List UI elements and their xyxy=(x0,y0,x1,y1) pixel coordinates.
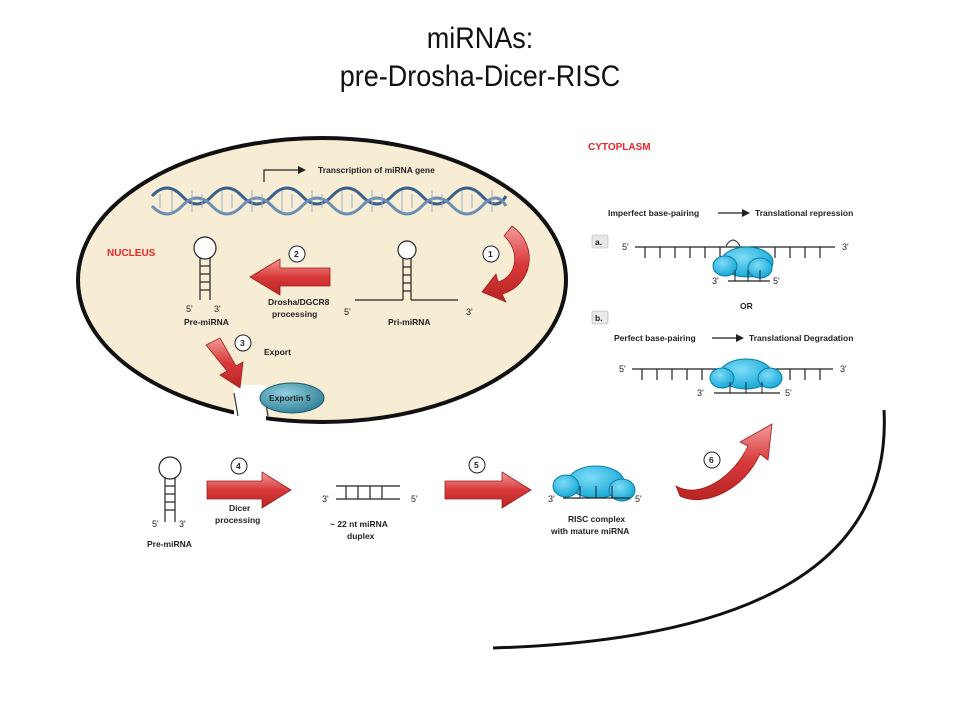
repression-label: Translational repression xyxy=(755,208,853,218)
dna-strand-1 xyxy=(150,186,508,206)
transcription-arrow-head xyxy=(298,166,306,174)
risc-5prime: 5' xyxy=(635,494,642,504)
transcription-label: Transcription of miRNA gene xyxy=(318,165,435,175)
pre-mirna-hairpin-cytoplasm xyxy=(158,456,182,522)
degradation-label: Translational Degradation xyxy=(749,333,853,343)
step-marker-6: 6 xyxy=(703,451,721,469)
pre-mirna-nucleus-3prime: 3' xyxy=(214,304,221,314)
step-number-3: 3 xyxy=(240,338,245,348)
risc-complex-a xyxy=(712,239,774,282)
or-label: OR xyxy=(740,301,753,311)
nuclear-pore-gap xyxy=(234,385,266,430)
nucleus-label: NUCLEUS xyxy=(107,248,156,259)
step-number-5: 5 xyxy=(474,460,479,470)
step-5-arrow xyxy=(444,471,532,509)
option-a-label: a. xyxy=(595,237,602,247)
perfect-arrow-head xyxy=(736,334,744,342)
dicer-label-line-2: processing xyxy=(215,515,260,525)
option-b-5prime: 5' xyxy=(619,364,626,374)
drosha-label-line-1: Drosha/DGCR8 xyxy=(268,297,330,307)
risc-complex-b xyxy=(709,358,783,394)
step-1-arrow xyxy=(481,225,530,303)
duplex-label-line-2: duplex xyxy=(347,531,375,541)
risc-label-line-1: RISC complex xyxy=(568,514,625,524)
pre-mirna-nucleus-5prime: 5' xyxy=(186,304,193,314)
step-number-6: 6 xyxy=(709,455,714,465)
duplex-5prime: 5' xyxy=(411,494,418,504)
pri-mirna-5prime: 5' xyxy=(344,307,351,317)
cytoplasm-label: CYTOPLASM xyxy=(588,142,651,153)
slide-title: miRNAs: pre-Drosha-Dicer-RISC xyxy=(48,20,912,96)
mrna-strand-a xyxy=(635,246,835,258)
export-label: Export xyxy=(264,347,291,357)
risc-label-line-2: with mature miRNA xyxy=(550,526,629,536)
exportin-label: Exportin 5 xyxy=(269,393,311,403)
cell-membrane xyxy=(492,409,886,650)
step-marker-5: 5 xyxy=(468,456,486,474)
title-line-1: miRNAs: xyxy=(426,22,534,55)
step-6-arrow xyxy=(675,423,773,501)
pre-mirna-nucleus-label: Pre-miRNA xyxy=(184,317,229,327)
option-b-mirna-3prime: 3' xyxy=(697,388,704,398)
step-number-4: 4 xyxy=(236,461,241,471)
pri-mirna-3prime: 3' xyxy=(466,307,473,317)
transcription-arrow xyxy=(263,169,298,182)
risc-complex-mature xyxy=(552,465,636,502)
option-b-mirna-5prime: 5' xyxy=(785,388,792,398)
option-a-mirna-5prime: 5' xyxy=(773,276,780,286)
step-marker-4: 4 xyxy=(230,457,248,475)
option-b-label: b. xyxy=(595,313,603,323)
option-a-5prime: 5' xyxy=(622,242,629,252)
dna-strand-2 xyxy=(150,196,508,216)
option-a-box xyxy=(591,234,609,249)
option-b-box xyxy=(591,310,609,325)
pre-mirna-cytoplasm-5prime: 5' xyxy=(152,519,159,529)
option-a-3prime: 3' xyxy=(842,242,849,252)
pre-mirna-cytoplasm-label: Pre-miRNA xyxy=(147,539,192,549)
pri-mirna-hairpin xyxy=(355,240,458,301)
step-marker-3: 3 xyxy=(234,334,252,352)
step-marker-2: 2 xyxy=(288,245,306,263)
exportin-5 xyxy=(259,382,325,414)
step-marker-1: 1 xyxy=(482,245,500,263)
duplex-3prime: 3' xyxy=(322,494,329,504)
imperfect-arrow-head xyxy=(742,209,750,217)
step-number-1: 1 xyxy=(488,249,493,259)
imperfect-label: Imperfect base-pairing xyxy=(608,208,699,218)
dna-helix xyxy=(150,186,508,216)
title-line-2: pre-Drosha-Dicer-RISC xyxy=(339,60,621,93)
risc-3prime: 3' xyxy=(548,494,555,504)
duplex-label-line-1: ~ 22 nt miRNA xyxy=(330,519,388,529)
pre-mirna-hairpin-nucleus xyxy=(193,236,217,300)
mirna-duplex xyxy=(336,485,400,500)
step-4-arrow xyxy=(206,471,292,509)
dna-rungs xyxy=(159,190,493,212)
pre-mirna-cytoplasm-3prime: 3' xyxy=(179,519,186,529)
nuclear-pore-edge-left xyxy=(233,392,239,417)
dicer-label-line-1: Dicer xyxy=(229,503,251,513)
perfect-label: Perfect base-pairing xyxy=(614,333,696,343)
pri-mirna-label: Pri-miRNA xyxy=(388,317,431,327)
step-number-2: 2 xyxy=(294,249,299,259)
option-a-mirna-3prime: 3' xyxy=(712,276,719,286)
step-3-arrow xyxy=(205,337,244,389)
option-b-3prime: 3' xyxy=(840,364,847,374)
step-2-arrow xyxy=(249,258,331,296)
drosha-label-line-2: processing xyxy=(272,309,317,319)
